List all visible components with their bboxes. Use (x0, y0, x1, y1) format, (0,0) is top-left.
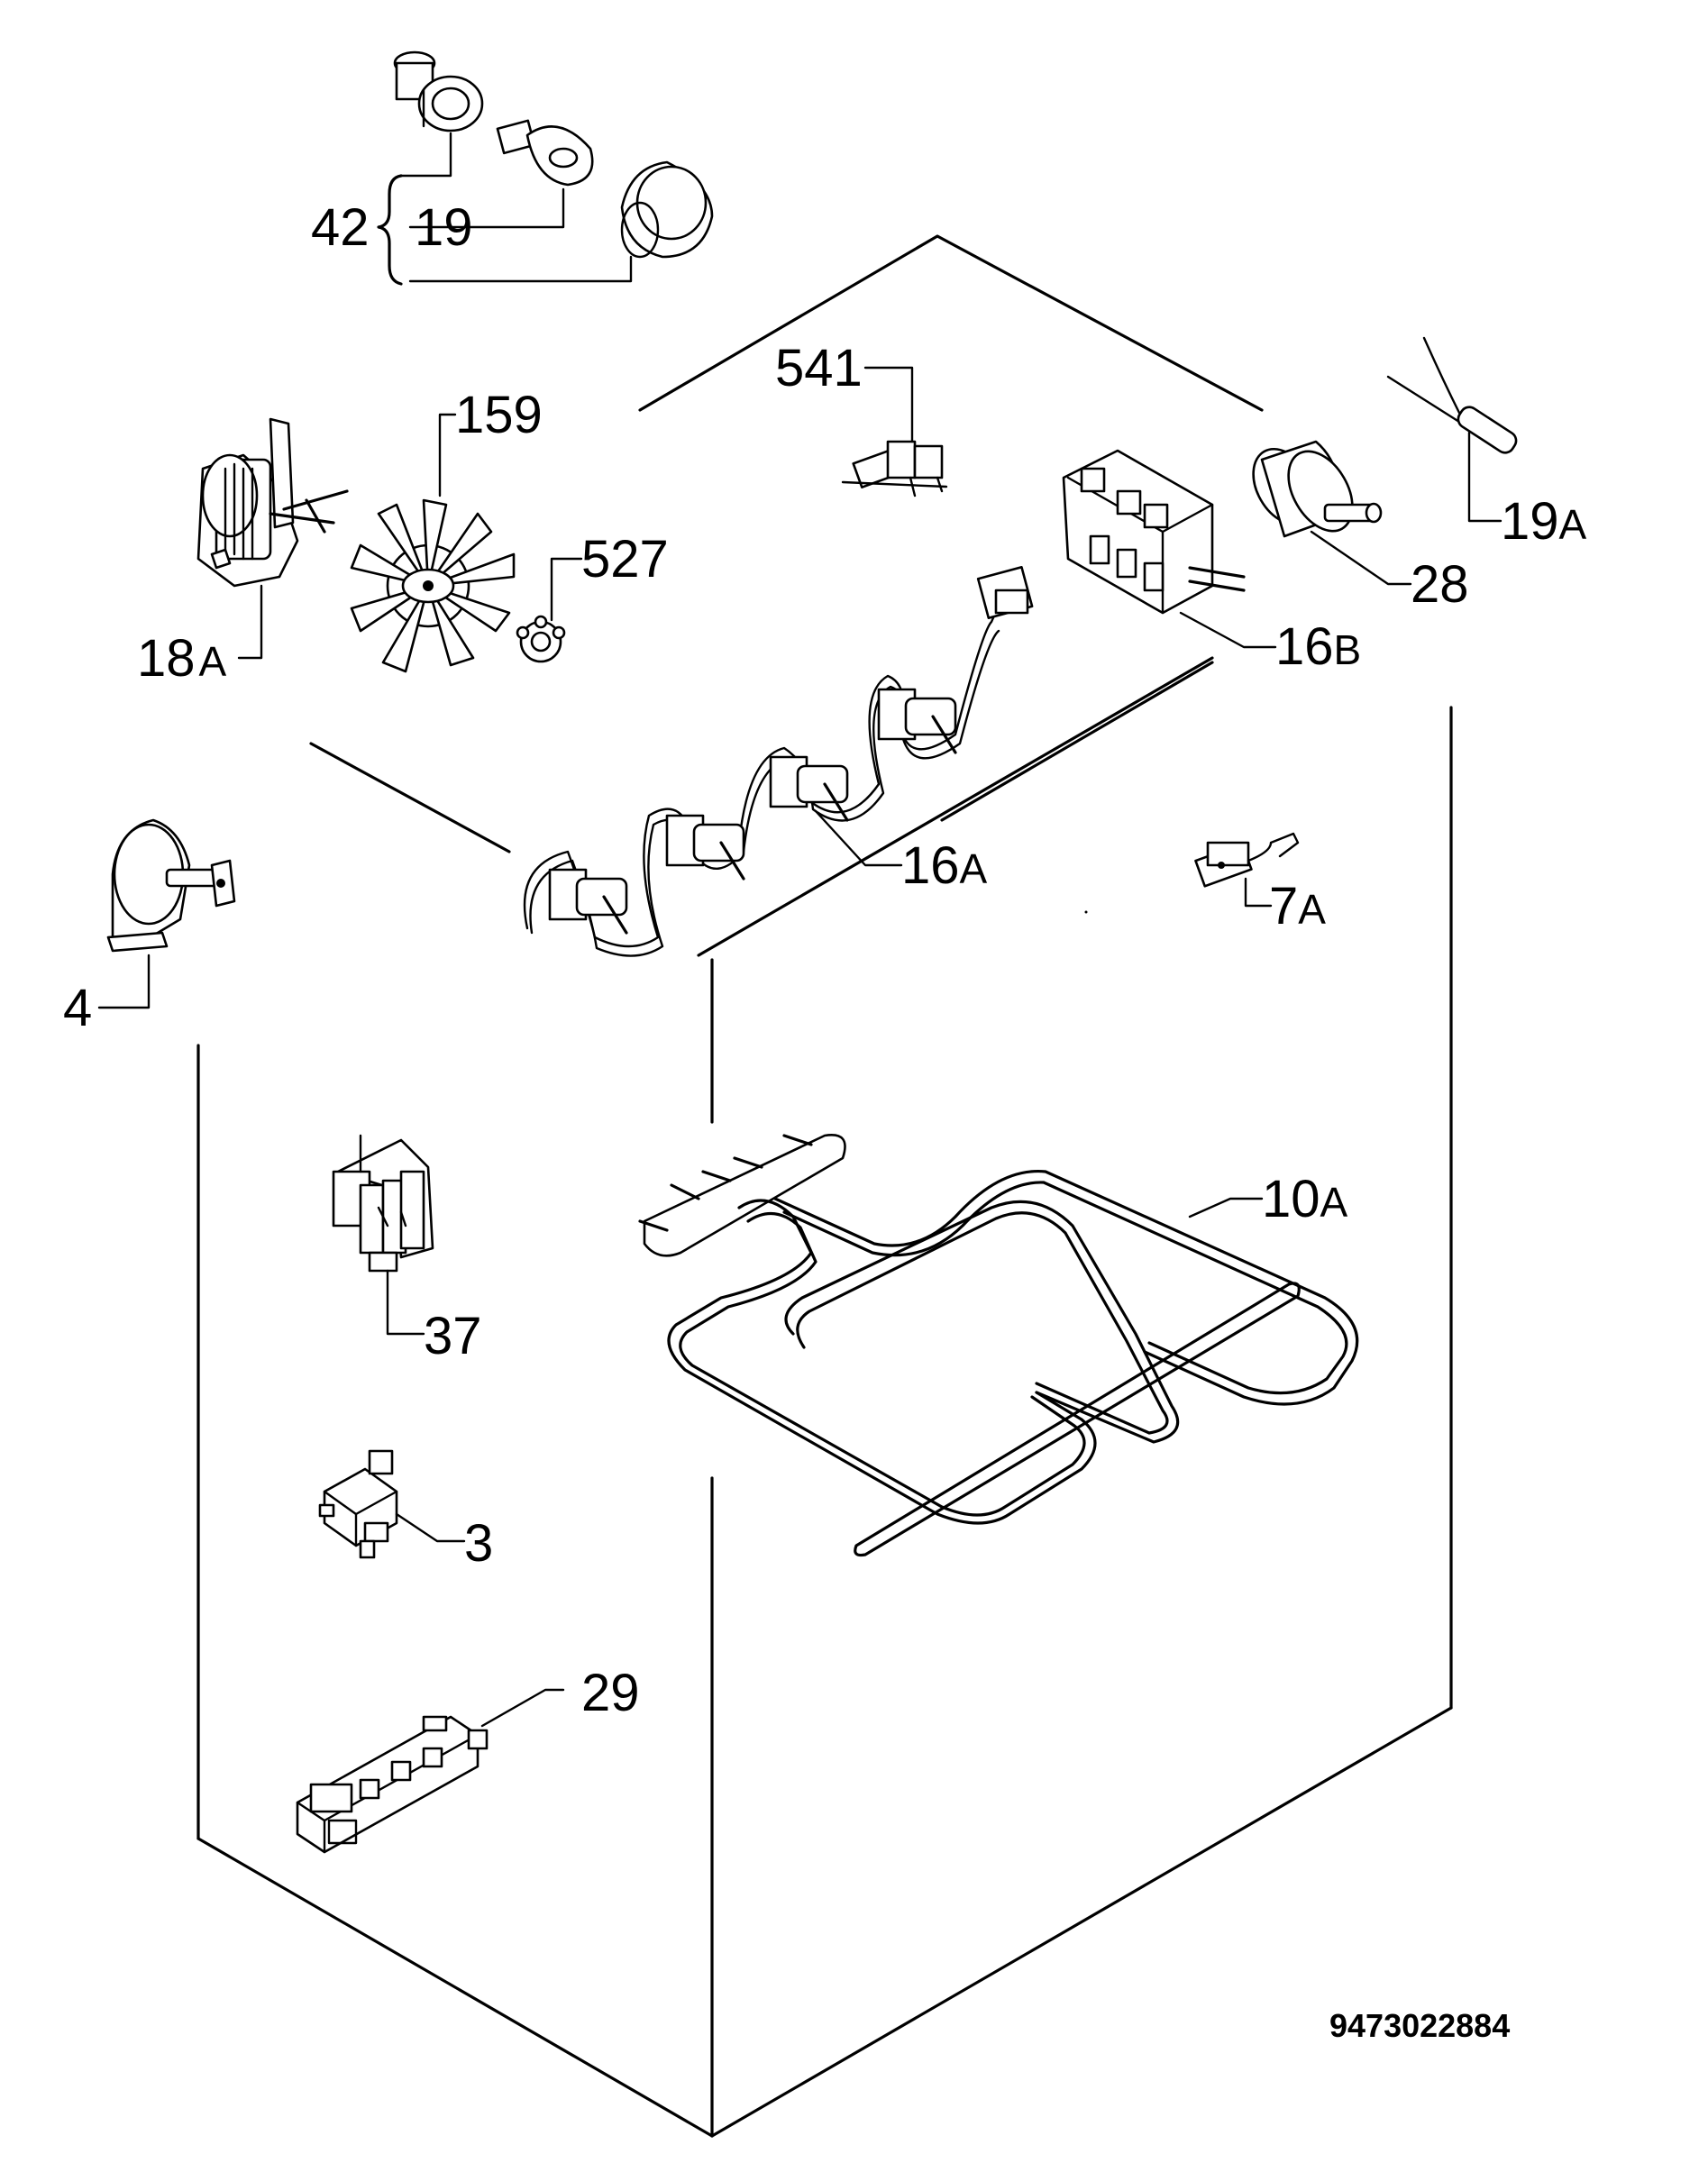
lamp-holder-part[interactable] (393, 50, 484, 132)
label-18a: 18A (137, 629, 227, 688)
lamp-bulb-part[interactable] (496, 119, 594, 187)
label-37: 37 (424, 1307, 482, 1365)
label-16b: 16B (1275, 617, 1361, 676)
part-37-terminal-block[interactable] (332, 1134, 434, 1273)
brace-42 (377, 174, 403, 286)
label-29: 29 (581, 1664, 640, 1722)
part-4-motor[interactable] (106, 818, 236, 953)
part-28-thermostat[interactable] (1241, 438, 1383, 543)
label-19a: 19A (1501, 492, 1587, 551)
part-541-connector[interactable] (841, 440, 948, 497)
label-3: 3 (464, 1514, 493, 1573)
part-18a-fan-motor[interactable] (196, 417, 349, 588)
part-3-thermal-cutout[interactable] (318, 1449, 398, 1559)
label-16a: 16A (901, 836, 988, 895)
label-527: 527 (581, 530, 669, 589)
label-4: 4 (63, 979, 92, 1037)
cabinet-outline (196, 234, 1453, 2138)
label-42: 42 (311, 198, 370, 257)
part-29-ignition-generator[interactable] (296, 1715, 489, 1854)
label-19: 19 (415, 198, 473, 257)
part-16a-wiring-harness[interactable] (523, 565, 1034, 957)
label-10a: 10A (1262, 1170, 1348, 1228)
document-code: 9473022884 (1329, 2007, 1510, 2044)
lamp-cover-part[interactable] (620, 160, 714, 259)
part-159-fan-blade[interactable] (350, 498, 516, 673)
part-7a-door-switch[interactable] (1194, 832, 1300, 888)
label-159: 159 (455, 386, 543, 444)
part-16b-selector-switch[interactable] (1062, 449, 1246, 615)
stray-dot (1084, 910, 1088, 914)
label-28: 28 (1411, 555, 1469, 614)
label-541: 541 (775, 339, 863, 397)
lamp-assembly: 42 19 (311, 50, 714, 286)
part-19a-probe[interactable] (1386, 336, 1520, 456)
part-527-nut[interactable] (516, 615, 566, 663)
part-10a-heating-element[interactable] (638, 1133, 1359, 1557)
label-7a: 7A (1269, 877, 1326, 935)
